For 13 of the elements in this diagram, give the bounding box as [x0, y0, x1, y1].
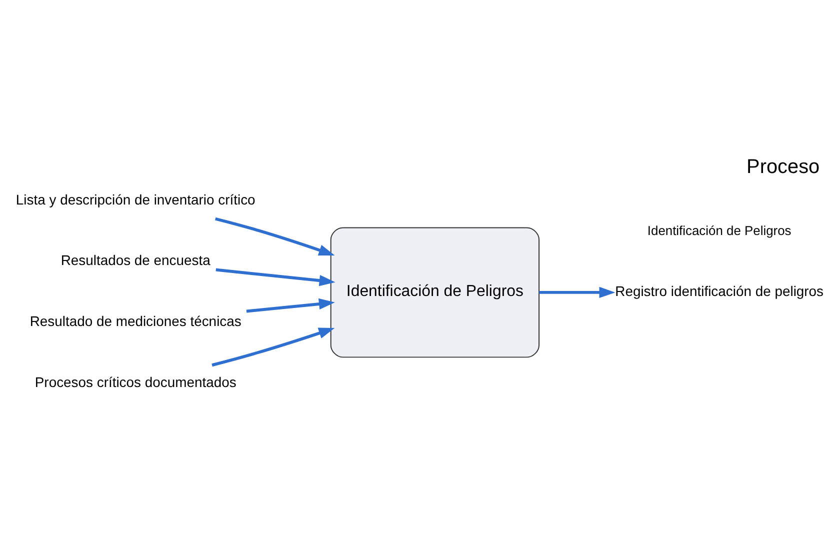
label: Identificación de Peligros [647, 223, 792, 238]
arrow [539, 286, 616, 298]
arrow [214, 217, 335, 256]
node-text: Registro identificación de peligros [615, 283, 824, 300]
arrow [212, 328, 335, 367]
arrow [216, 268, 336, 286]
node-text: Resultados de encuesta [60, 252, 210, 268]
arrow [246, 298, 335, 313]
node-text: Lista y descripción de inventario crítico [16, 191, 256, 208]
node-text: Resultado de mediciones técnicas [30, 313, 242, 330]
node-text: Procesos críticos documentados [34, 374, 236, 390]
diagram-title: Proceso [746, 156, 820, 178]
node-box: Identificación de Peligros [330, 227, 540, 358]
